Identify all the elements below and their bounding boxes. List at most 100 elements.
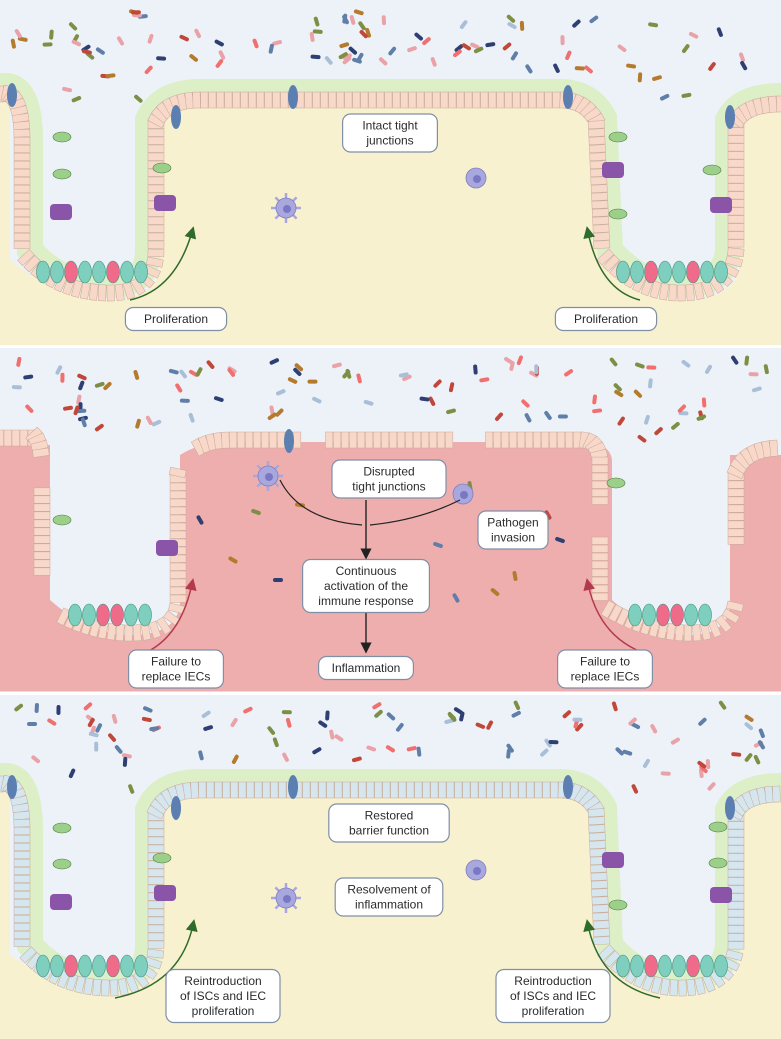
microbiota xyxy=(11,355,769,603)
epithelial-cell xyxy=(591,592,609,601)
bacterium xyxy=(419,396,430,402)
label-proliferation-left: Proliferation xyxy=(124,306,228,332)
epithelial-cell xyxy=(245,431,254,449)
proliferation-arrow-right xyxy=(583,226,641,301)
bacterium xyxy=(699,764,708,774)
bacterium xyxy=(648,378,653,389)
bacterium xyxy=(572,19,581,28)
bacterium xyxy=(626,63,637,69)
epithelial-cell xyxy=(591,552,609,561)
bacterium xyxy=(562,710,572,719)
epithelial-cell xyxy=(494,781,503,799)
goblet-cell xyxy=(52,822,72,834)
bacterium xyxy=(201,710,211,719)
epithelial-cell xyxy=(92,978,102,996)
epithelial-cell xyxy=(413,431,422,449)
epithelial-cell xyxy=(253,431,262,449)
epithelial-cell xyxy=(592,920,610,929)
epithelial-cell xyxy=(493,431,502,449)
epithelial-cell xyxy=(222,781,231,799)
restored-epithelium xyxy=(0,763,781,997)
epithelial-cell xyxy=(727,933,745,942)
epithelial-cell xyxy=(727,528,745,537)
bacterium xyxy=(324,56,333,65)
bacterium xyxy=(670,737,680,745)
epithelial-cell xyxy=(727,159,745,168)
epithelial-cell xyxy=(147,868,165,877)
bacterium xyxy=(622,749,633,756)
epithelial-cell xyxy=(33,543,51,552)
bacterium xyxy=(430,57,437,67)
epithelial-cell xyxy=(115,624,125,642)
epithelial-cell xyxy=(13,152,31,161)
epithelial-cell xyxy=(147,820,165,829)
label-line: replace IECs xyxy=(571,670,640,684)
bacterium xyxy=(359,29,368,39)
bacterium xyxy=(486,720,494,730)
bacterium xyxy=(544,411,552,420)
epithelial-cell xyxy=(13,914,31,923)
epithelial-cell xyxy=(448,91,457,109)
bacterium xyxy=(473,364,478,375)
epithelial-cell xyxy=(147,828,165,837)
label-line: replace IECs xyxy=(142,670,211,684)
epithelial-cell xyxy=(693,282,705,301)
bacterium xyxy=(757,740,765,750)
bacterium xyxy=(718,700,727,710)
bacterium xyxy=(269,358,280,365)
epithelial-cell xyxy=(727,215,745,224)
bacterium xyxy=(565,50,572,61)
epithelial-cell xyxy=(727,845,745,854)
bacterium xyxy=(203,725,213,731)
bacterium xyxy=(414,32,423,41)
epithelial-cell xyxy=(360,91,369,109)
bacterium xyxy=(68,768,76,779)
epithelial-cell xyxy=(589,152,607,162)
bacterium xyxy=(628,717,637,726)
epithelial-cell xyxy=(727,231,745,240)
stem-cell xyxy=(616,954,630,978)
epithelial-cell xyxy=(147,940,165,949)
bacterium xyxy=(731,752,742,757)
epithelial-cell xyxy=(694,977,706,995)
epithelial-cell xyxy=(13,216,31,225)
paneth-cell xyxy=(106,260,120,284)
epithelial-cell xyxy=(591,568,609,577)
stem-cell xyxy=(82,603,96,627)
bacterium xyxy=(553,63,560,73)
epithelial-cell xyxy=(13,866,31,875)
stem-cell xyxy=(124,603,138,627)
enteroendocrine-cell xyxy=(563,85,573,109)
bacterium xyxy=(642,758,651,768)
epithelial-cell xyxy=(400,91,409,109)
label-line: Proliferation xyxy=(144,312,208,326)
bacterium xyxy=(105,73,116,79)
epithelial-cell xyxy=(169,498,187,507)
bacterium xyxy=(506,743,514,753)
epithelial-cell xyxy=(727,223,745,232)
bacterium xyxy=(681,92,692,98)
epithelial-cell xyxy=(229,431,238,449)
bacterium xyxy=(312,396,322,404)
bacterium xyxy=(151,419,162,427)
signal-line-left xyxy=(279,479,363,526)
nucleus xyxy=(473,867,481,875)
bacterium xyxy=(282,752,289,762)
lamina-propria xyxy=(0,100,781,346)
stem-cell xyxy=(642,603,656,627)
epithelial-cell xyxy=(33,495,51,504)
bacterium xyxy=(521,399,530,408)
epithelial-cell xyxy=(590,864,608,873)
label-proliferation-right: Proliferation xyxy=(554,306,658,332)
bacterium xyxy=(681,44,690,54)
bacterium xyxy=(428,396,436,406)
tuft-cell xyxy=(154,885,176,901)
enteroendocrine-cell xyxy=(171,105,181,129)
epithelial-cell xyxy=(248,91,257,109)
epithelial-cell xyxy=(230,781,239,799)
goblet-cell xyxy=(52,514,72,526)
bacterium xyxy=(272,40,282,46)
epithelial-cell xyxy=(320,91,329,109)
